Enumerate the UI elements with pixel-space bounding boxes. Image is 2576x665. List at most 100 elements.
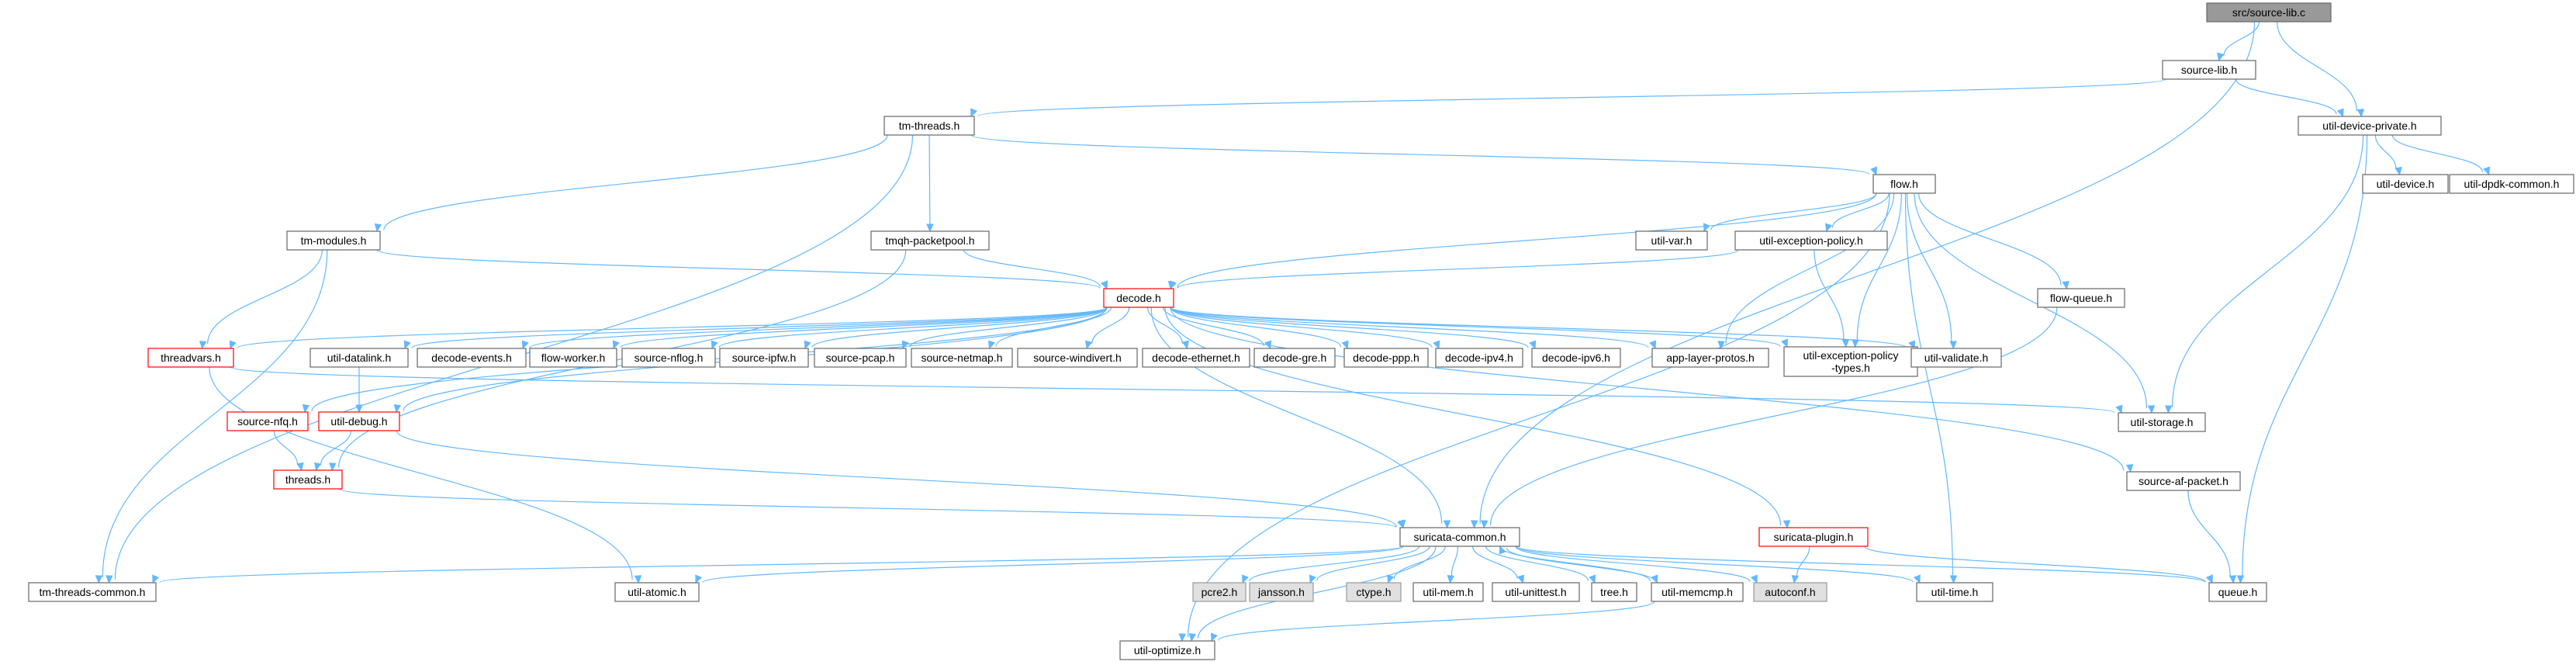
node-decode-h[interactable]: decode.h bbox=[1103, 288, 1174, 308]
node-tree-h[interactable]: tree.h bbox=[1591, 582, 1637, 602]
edge-suricata_common_h-to-autoconf_h bbox=[1515, 546, 1758, 584]
arrowhead-icon bbox=[1387, 574, 1395, 584]
edge-line bbox=[1170, 307, 2125, 471]
node-util-mem-h[interactable]: util-mem.h bbox=[1412, 582, 1484, 602]
node-source-pcap-h[interactable]: source-pcap.h bbox=[814, 348, 907, 368]
edge-suricata_common_h-to-jansson_h bbox=[1309, 546, 1430, 584]
node-threadvars-h[interactable]: threadvars.h bbox=[147, 348, 234, 368]
node-pcre2-h[interactable]: pcre2.h bbox=[1192, 582, 1247, 602]
node-box bbox=[1343, 348, 1429, 368]
node-flow-queue-h[interactable]: flow-queue.h bbox=[2037, 288, 2125, 308]
node-decode-ppp-h[interactable]: decode-ppp.h bbox=[1343, 348, 1429, 368]
edge-decode_h-to-suricata_plugin_h bbox=[1164, 307, 1791, 529]
edge-decode_h-to-decode_gre_h bbox=[1162, 307, 1272, 350]
edge-line bbox=[1914, 192, 2148, 408]
node-util-device-private-h[interactable]: util-device-private.h bbox=[2298, 116, 2442, 136]
node-decode-ipv6-h[interactable]: decode-ipv6.h bbox=[1531, 348, 1621, 368]
node-threads-h[interactable]: threads.h bbox=[273, 469, 343, 490]
node-util-unittest-h[interactable]: util-unittest.h bbox=[1492, 582, 1580, 602]
arrowhead-icon bbox=[1852, 339, 1859, 348]
node-util-storage-h[interactable]: util-storage.h bbox=[2118, 412, 2206, 432]
node-label: jansson.h bbox=[1257, 586, 1305, 598]
node-source-netmap-h[interactable]: source-netmap.h bbox=[911, 348, 1013, 368]
node-source-windivert-h[interactable]: source-windivert.h bbox=[1017, 348, 1138, 368]
arrowhead-icon bbox=[2217, 52, 2225, 62]
node-jansson-h[interactable]: jansson.h bbox=[1249, 582, 1314, 602]
node-flow-worker-h[interactable]: flow-worker.h bbox=[529, 348, 617, 368]
node-ctype-h[interactable]: ctype.h bbox=[1346, 582, 1402, 602]
edge-util_device_private_h-to-util_storage_h bbox=[2164, 134, 2364, 414]
arrowhead-icon bbox=[2164, 405, 2173, 414]
node-box bbox=[273, 469, 343, 490]
node-util-dpdk-common-h[interactable]: util-dpdk-common.h bbox=[2449, 174, 2574, 194]
node-tm-threads-h[interactable]: tm-threads.h bbox=[883, 116, 975, 136]
edge-line bbox=[1814, 249, 1845, 341]
node-label: flow.h bbox=[1890, 178, 1918, 190]
arrowhead-icon bbox=[229, 340, 237, 350]
edge-util_debug_h-to-suricata_common_h bbox=[396, 430, 1406, 529]
node-util-optimize-h[interactable]: util-optimize.h bbox=[1119, 640, 1215, 660]
edge-line bbox=[1170, 307, 1908, 349]
node-app-layer-protos-h[interactable]: app-layer-protos.h bbox=[1651, 348, 1769, 368]
node-tmqh-packetpool-h[interactable]: tmqh-packetpool.h bbox=[870, 230, 990, 251]
edge-line bbox=[396, 430, 1397, 528]
node-label: app-layer-protos.h bbox=[1666, 352, 1755, 364]
node-util-device-h[interactable]: util-device.h bbox=[2362, 174, 2449, 194]
node-tm-threads-common-h[interactable]: tm-threads-common.h bbox=[28, 582, 157, 602]
node-flow-h[interactable]: flow.h bbox=[1872, 174, 1936, 194]
arrowhead-icon bbox=[355, 404, 363, 414]
arrowhead-icon bbox=[199, 341, 207, 350]
node-util-exception-policy-h[interactable]: util-exception-policy.h bbox=[1734, 230, 1888, 251]
node-label: src/source-lib.c bbox=[2232, 6, 2305, 19]
node-label: source-af-packet.h bbox=[2139, 475, 2228, 487]
node-source-nfq-h[interactable]: source-nfq.h bbox=[226, 411, 309, 431]
node-source-af-packet-h[interactable]: source-af-packet.h bbox=[2126, 471, 2241, 491]
edge-line bbox=[1904, 192, 1954, 577]
node-util-debug-h[interactable]: util-debug.h bbox=[318, 411, 400, 431]
node-decode-events-h[interactable]: decode-events.h bbox=[417, 348, 527, 368]
node-box bbox=[417, 348, 527, 368]
node-source-nflog-h[interactable]: source-nflog.h bbox=[621, 348, 716, 368]
node-decode-ethernet-h[interactable]: decode-ethernet.h bbox=[1142, 348, 1250, 368]
node-util-atomic-h[interactable]: util-atomic.h bbox=[614, 582, 700, 602]
node-label: util-mem.h bbox=[1423, 586, 1473, 598]
node-decode-gre-h[interactable]: decode-gre.h bbox=[1253, 348, 1336, 368]
node-root[interactable]: src/source-lib.c bbox=[2206, 2, 2332, 23]
edge-tm_modules_h-to-decode_h bbox=[376, 249, 1108, 290]
arrowhead-icon bbox=[2356, 109, 2365, 118]
edge-line bbox=[702, 546, 1404, 584]
arrowhead-icon bbox=[612, 340, 620, 350]
arrowhead-icon bbox=[521, 340, 529, 350]
node-box bbox=[911, 348, 1013, 368]
node-source-lib-h[interactable]: source-lib.h bbox=[2162, 60, 2256, 80]
node-util-datalink-h[interactable]: util-datalink.h bbox=[309, 348, 409, 368]
node-suricata-plugin-h[interactable]: suricata-plugin.h bbox=[1758, 527, 1869, 547]
node-label: source-netmap.h bbox=[921, 352, 1002, 364]
node-util-var-h[interactable]: util-var.h bbox=[1635, 230, 1708, 251]
node-label: flow-worker.h bbox=[541, 352, 605, 364]
node-util-time-h[interactable]: util-time.h bbox=[1916, 582, 1993, 602]
edge-util_device_private_h-to-queue_h bbox=[2236, 134, 2368, 584]
edge-flow_h-to-app_layer_protos_h bbox=[1717, 192, 1895, 350]
node-label: util-optimize.h bbox=[1134, 644, 1201, 656]
node-label: source-nfq.h bbox=[237, 415, 298, 428]
node-source-ipfw-h[interactable]: source-ipfw.h bbox=[719, 348, 809, 368]
node-label: decode-events.h bbox=[431, 352, 512, 364]
node-util-exception-policy-types-h[interactable]: util-exception-policy-types.h bbox=[1783, 346, 1918, 377]
node-util-validate-h[interactable]: util-validate.h bbox=[1910, 348, 2002, 368]
node-util-memcmp-h[interactable]: util-memcmp.h bbox=[1651, 582, 1744, 602]
node-autoconf-h[interactable]: autoconf.h bbox=[1753, 582, 1827, 602]
node-suricata-common-h[interactable]: suricata-common.h bbox=[1399, 527, 1520, 547]
edge-tm_modules_h-to-tm_threads_common_h bbox=[95, 249, 328, 584]
edge-flow_h-to-util_time_h bbox=[1904, 192, 1958, 584]
edge-util_debug_h-to-threads_h bbox=[313, 430, 352, 472]
arrowhead-icon bbox=[302, 404, 310, 414]
node-decode-ipv4-h[interactable]: decode-ipv4.h bbox=[1435, 348, 1523, 368]
edge-suricata_common_h-to-util_unittest_h bbox=[1471, 546, 1525, 584]
node-queue-h[interactable]: queue.h bbox=[2208, 582, 2267, 602]
edge-line bbox=[1516, 546, 2206, 584]
arrowhead-icon bbox=[1499, 545, 1506, 555]
node-label: util-validate.h bbox=[1924, 352, 1989, 364]
edge-util_exception_policy_h-to-util_exception_policy_types_h bbox=[1814, 249, 1850, 348]
node-tm-modules-h[interactable]: tm-modules.h bbox=[286, 230, 381, 251]
